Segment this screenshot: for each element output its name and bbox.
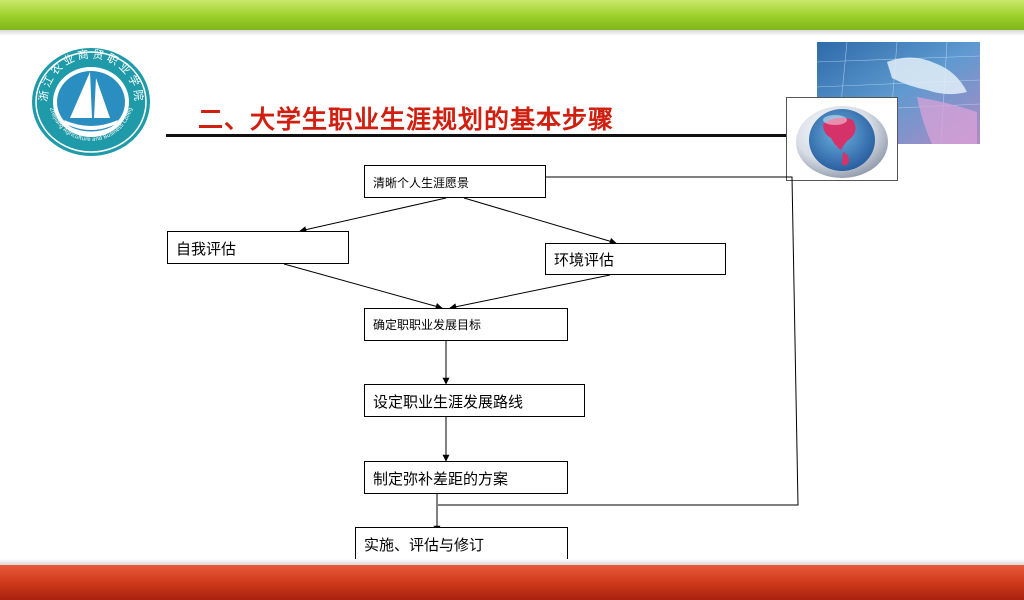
flow-node-label: 环境评估 <box>554 251 615 269</box>
globe-icon <box>796 106 888 178</box>
flow-node-label: 设定职业生涯发展路线 <box>373 393 524 411</box>
bottom-red-bar <box>0 565 1024 600</box>
edge-vision-to-self <box>299 197 447 234</box>
college-seal-icon: 浙江农业商贸职业学院 Zhejiang Agriculture and Busi… <box>28 42 152 158</box>
flow-node-vision: 清晰个人生涯愿景 <box>364 165 546 198</box>
flow-node-label: 清晰个人生涯愿景 <box>373 176 470 190</box>
flow-node-self-assessment: 自我评估 <box>167 231 349 264</box>
top-green-bar <box>0 0 1024 30</box>
flow-node-plan: 制定弥补差距的方案 <box>364 461 568 494</box>
edge-vision-to-env <box>463 197 617 245</box>
top-bar-shadow <box>0 30 1024 36</box>
flow-node-review: 实施、评估与修订 <box>355 527 568 560</box>
flow-node-goal: 确定职职业发展目标 <box>364 308 568 341</box>
flow-node-route: 设定职业生涯发展路线 <box>364 384 585 417</box>
title-underline <box>166 134 790 137</box>
flow-node-label: 自我评估 <box>176 240 237 258</box>
bottom-bar-shadow <box>0 559 1024 565</box>
edge-self-to-goal <box>283 263 443 310</box>
flow-node-label: 实施、评估与修订 <box>364 536 485 554</box>
globe-image <box>786 97 898 181</box>
edge-feedback-loop <box>438 176 799 506</box>
edge-env-to-goal <box>449 274 611 311</box>
flow-node-label: 确定职职业发展目标 <box>373 318 482 332</box>
flow-node-environment-assessment: 环境评估 <box>545 243 726 275</box>
slide-title: 二、大学生职业生涯规划的基本步骤 <box>198 105 615 134</box>
flow-node-label: 制定弥补差距的方案 <box>373 470 509 488</box>
